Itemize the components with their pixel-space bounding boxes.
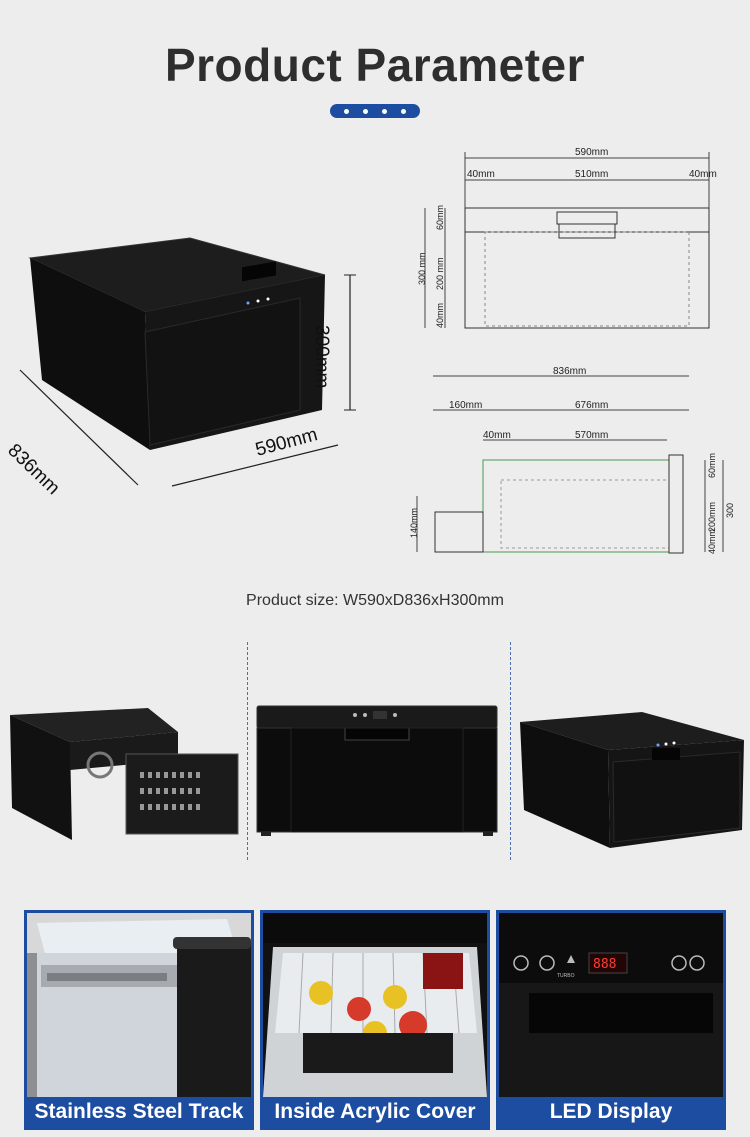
side-rear-section-label: 160mm [449,400,483,411]
view-divider-left [247,642,248,860]
feature-caption-stainless-steel-track: Stainless Steel Track [27,1097,251,1127]
front-left-margin-label: 40mm [467,169,495,180]
turbo-indicator-label: TURBO [557,973,575,979]
side-body-depth-label: 676mm [575,400,609,411]
product-3d-illustration: 300mm 590mm 836mm [0,140,410,580]
height-dimension-label: 300mm [311,325,332,389]
front-inner-width-label: 510mm [575,169,609,180]
front-view-image [255,690,500,860]
technical-drawings: 590mm 40mm 510mm 40mm 300 mm 60mm 200 mm… [405,140,745,570]
product-size-text: Product size: W590xD836xH300mm [246,592,504,609]
side-inner-depth-label: 570mm [575,430,609,441]
feature-card-inside-acrylic-cover: Inside Acrylic Cover [260,910,490,1130]
side-overall-depth-label: 836mm [553,366,587,377]
view-divider-right [510,642,511,860]
feature-card-stainless-steel-track: Stainless Steel Track [24,910,254,1130]
side-bottom-section-label: 40mm [707,528,717,554]
rear-view-image [8,690,243,860]
feature-card-led-display: 888 TURBO LED Display [496,910,726,1130]
front-overall-height-label: 300 mm [417,252,427,285]
side-top-section-label: 60mm [707,452,717,478]
front-overall-width-label: 590mm [575,147,609,158]
front-bottom-section-label: 40mm [435,302,445,328]
side-rear-height-label: 140mm [409,507,419,538]
front-top-section-label: 60mm [435,204,445,230]
svg-text:888: 888 [593,957,616,972]
title-dots-decoration [330,104,420,118]
feature-caption-inside-acrylic-cover: Inside Acrylic Cover [263,1097,487,1127]
front-middle-section-label: 200 mm [435,257,445,290]
side-inner-offset-label: 40mm [483,430,511,441]
angled-view-image [518,690,748,860]
front-right-margin-label: 40mm [689,169,717,180]
side-overall-height-label: 300 [725,502,735,518]
page-title: Product Parameter [164,39,586,91]
feature-caption-led-display: LED Display [499,1097,723,1127]
side-middle-section-label: 200mm [707,501,717,532]
